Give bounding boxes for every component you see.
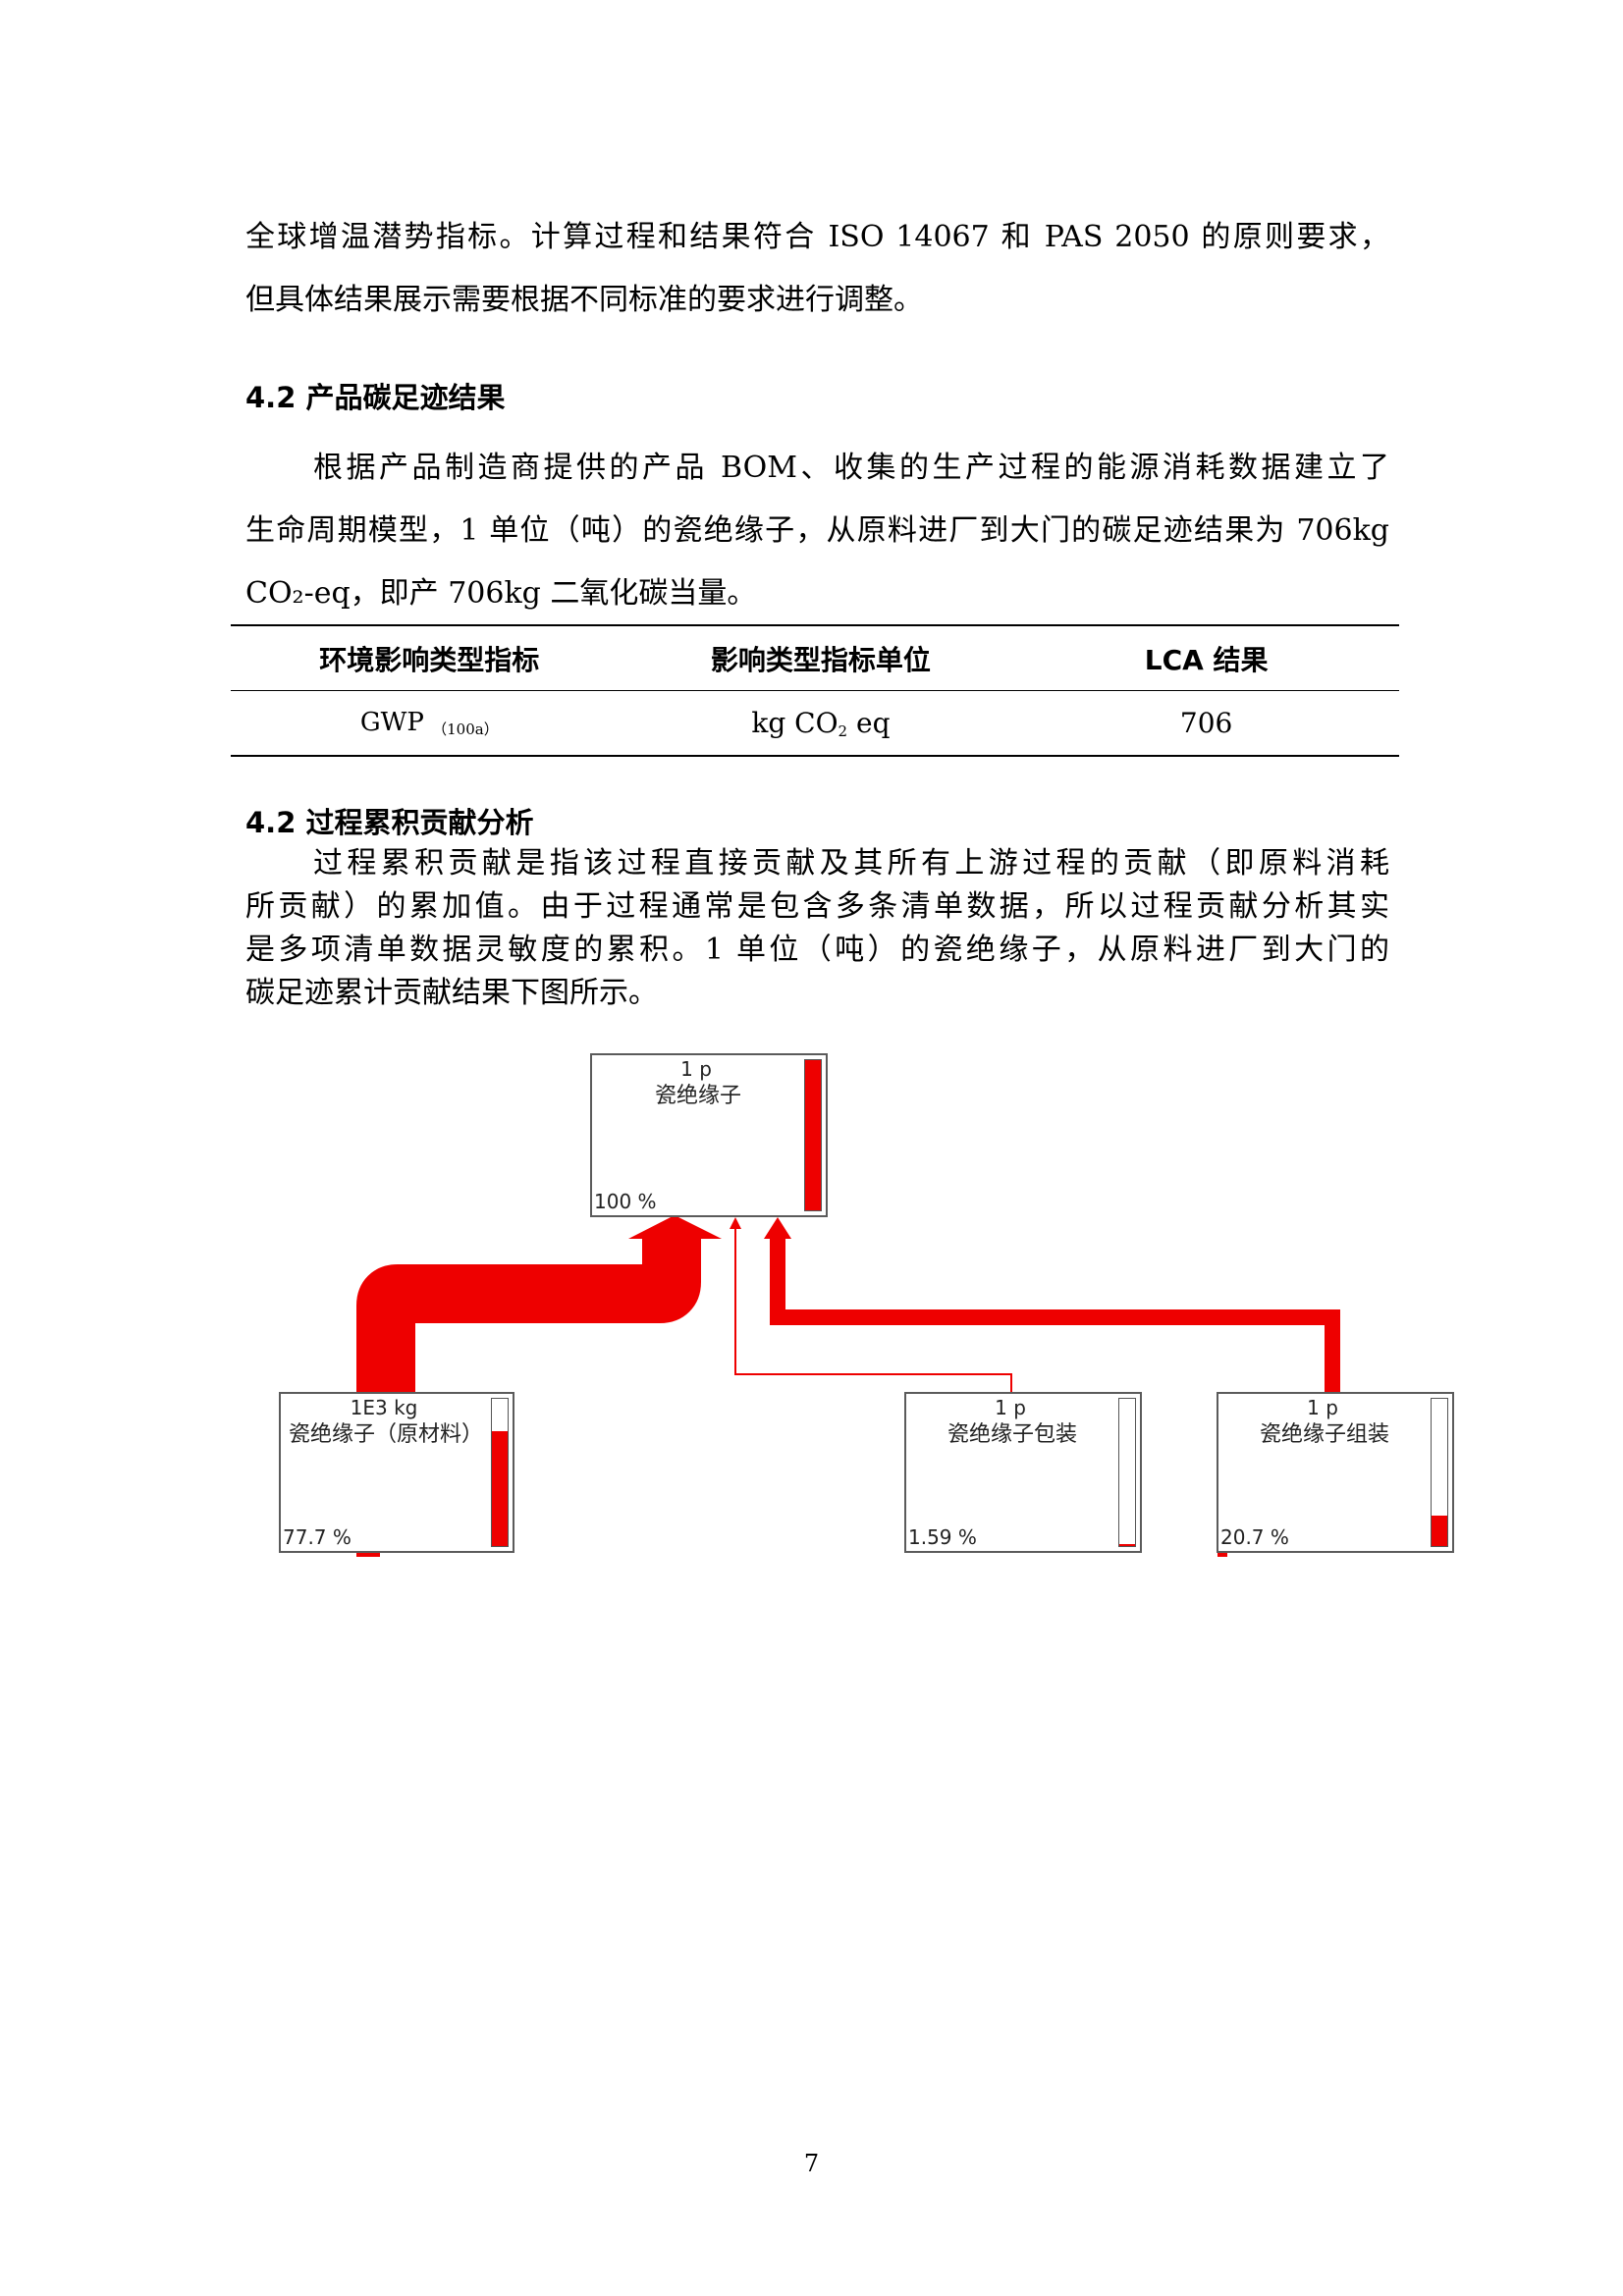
node-packaging-bar	[1118, 1398, 1136, 1547]
flow-raw-material	[356, 1239, 701, 1392]
node-packaging-percent: 1.59 %	[908, 1525, 977, 1549]
lca-result-table: 环境影响类型指标 影响类型指标单位 LCA 结果 GWP （100a） kg C…	[231, 624, 1399, 757]
node-raw-material-amount: 1E3 kg	[350, 1396, 418, 1419]
result-line-3: CO₂-eq，即产 706kg 二氧化碳当量。	[245, 576, 757, 611]
node-raw-material-name: 瓷绝缘子（原材料）	[288, 1422, 483, 1447]
table-header-indicator: 环境影响类型指标	[231, 624, 628, 691]
result-line-2: 生命周期模型，1 单位（吨）的瓷绝缘子，从原料进厂到大门的碳足迹结果为 706k…	[245, 513, 1389, 548]
node-root-fill	[805, 1060, 821, 1210]
table-header-unit: 影响类型指标单位	[627, 624, 1014, 691]
intro-line-2: 但具体结果展示需要根据不同标准的要求进行调整。	[245, 283, 923, 317]
node-packaging-name: 瓷绝缘子包装	[947, 1422, 1077, 1447]
flow-raw-material-arrow	[628, 1215, 722, 1239]
node-root-amount: 1 p	[680, 1057, 712, 1081]
node-root: 1 p 瓷绝缘子 100 %	[590, 1053, 828, 1217]
node-root-percent: 100 %	[594, 1190, 657, 1213]
result-paragraph: 根据产品制造商提供的产品 BOM、收集的生产过程的能源消耗数据建立了 生命周期模…	[245, 437, 1389, 625]
flow-packaging-arrow	[730, 1217, 741, 1229]
node-packaging-fill	[1119, 1543, 1135, 1546]
page-number: 7	[803, 2150, 820, 2177]
node-raw-material: 1E3 kg 瓷绝缘子（原材料） 77.7 %	[279, 1392, 514, 1553]
gwp-subscript: （100a）	[432, 720, 499, 738]
node-assembly: 1 p 瓷绝缘子组装 20.7 %	[1217, 1392, 1454, 1553]
table-cell-indicator: GWP （100a）	[231, 690, 628, 757]
node-assembly-amount: 1 p	[1307, 1396, 1338, 1419]
flow-assembly	[770, 1237, 1340, 1392]
node-root-bar	[804, 1059, 822, 1211]
unit-pre: kg CO	[751, 706, 839, 739]
process-line-3: 是多项清单数据灵敏度的累积。1 单位（吨）的瓷绝缘子，从原料进厂到大门的	[245, 933, 1389, 967]
node-raw-material-percent: 77.7 %	[283, 1525, 352, 1549]
node-packaging-amount: 1 p	[995, 1396, 1026, 1419]
section-heading-process: 4.2 过程累积贡献分析	[245, 806, 534, 839]
process-line-4: 碳足迹累计贡献结果下图所示。	[245, 976, 658, 1010]
table-header-result: LCA 结果	[1013, 624, 1399, 691]
gwp-label: GWP	[359, 707, 424, 737]
process-line-1: 过程累积贡献是指该过程直接贡献及其所有上游过程的贡献（即原料消耗	[313, 846, 1389, 881]
node-root-name: 瓷绝缘子	[654, 1084, 741, 1108]
node-assembly-fill	[1432, 1515, 1447, 1546]
intro-paragraph: 全球增温潜势指标。计算过程和结果符合 ISO 14067 和 PAS 2050 …	[245, 206, 1389, 332]
table-row: GWP （100a） kg CO2 eq 706	[231, 690, 1399, 757]
unit-subscript: 2	[838, 721, 848, 740]
node-packaging: 1 p 瓷绝缘子包装 1.59 %	[904, 1392, 1142, 1553]
process-paragraph: 过程累积贡献是指该过程直接贡献及其所有上游过程的贡献（即原料消耗 所贡献）的累加…	[245, 842, 1389, 1015]
node-assembly-percent: 20.7 %	[1220, 1525, 1289, 1549]
table-cell-unit: kg CO2 eq	[627, 690, 1014, 757]
table-header-row: 环境影响类型指标 影响类型指标单位 LCA 结果	[231, 624, 1399, 691]
section-heading-result: 4.2 产品碳足迹结果	[245, 381, 506, 414]
node-assembly-name: 瓷绝缘子组装	[1259, 1422, 1389, 1447]
unit-post: eq	[847, 706, 891, 739]
table-cell-result: 706	[1013, 690, 1399, 757]
node-raw-material-bar	[491, 1398, 509, 1547]
node-raw-material-fill	[492, 1431, 508, 1546]
result-line-1: 根据产品制造商提供的产品 BOM、收集的生产过程的能源消耗数据建立了	[313, 451, 1389, 485]
intro-line-1: 全球增温潜势指标。计算过程和结果符合 ISO 14067 和 PAS 2050 …	[245, 220, 1389, 254]
process-line-2: 所贡献）的累加值。由于过程通常是包含多条清单数据，所以过程贡献分析其实	[245, 889, 1389, 924]
flow-packaging	[734, 1227, 1012, 1392]
node-assembly-bar	[1431, 1398, 1448, 1547]
flow-assembly-arrow	[764, 1217, 791, 1239]
